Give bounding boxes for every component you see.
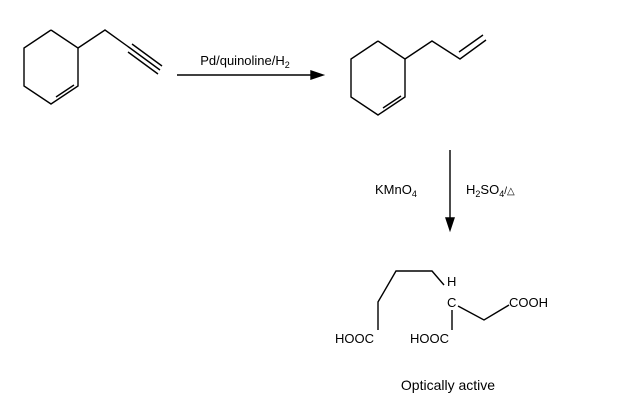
cooh-right-label: COOH	[509, 295, 548, 310]
reagent-pd-quinoline: Pd/quinoline/H2	[200, 53, 290, 70]
product-tricarboxylic-acid	[377, 270, 510, 330]
hooc-left-label: HOOC	[335, 331, 374, 346]
hydrogen-label: H	[447, 274, 456, 289]
reaction-arrow-1	[177, 70, 326, 80]
reagent-h2so4-heat: H2SO4/△	[466, 182, 515, 199]
reagent-kmno4: KMnO4	[375, 182, 417, 199]
hooc-middle-label: HOOC	[410, 331, 449, 346]
intermediate-cyclohexenyl-propene	[350, 34, 487, 116]
reaction-arrow-2	[445, 150, 455, 233]
chiral-carbon-label: C	[447, 295, 456, 310]
starting-material-cyclohexenyl-propyne	[23, 29, 163, 105]
optically-active-note: Optically active	[401, 377, 495, 393]
